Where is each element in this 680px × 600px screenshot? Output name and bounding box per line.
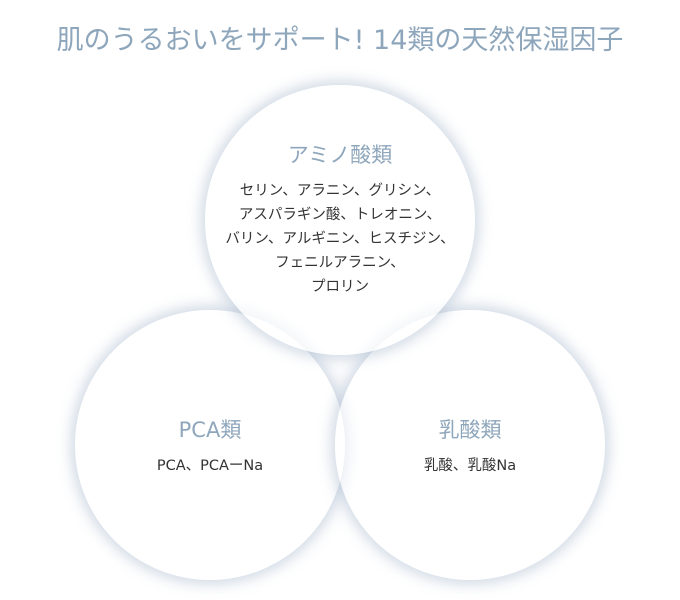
circle-amino-acids: アミノ酸類 セリン、アラニン、グリシン、 アスパラギン酸、トレオニン、 バリン、… [205, 85, 475, 355]
group-title: PCA類 [178, 418, 242, 442]
group-item-line: 乳酸、乳酸Na [423, 458, 517, 474]
group-item-line: バリン、アルギニン、ヒスチジン、 [225, 231, 455, 247]
group-title: アミノ酸類 [287, 143, 393, 167]
group-item-line: PCA、PCAーNa [156, 458, 264, 474]
group-item-line: プロリン [311, 279, 369, 295]
group-item-line: アスパラギン酸、トレオニン、 [238, 207, 442, 223]
circle-pca: PCA類 PCA、PCAーNa [75, 310, 345, 580]
group-item-line: フェニルアラニン、 [275, 255, 405, 271]
group-title: 乳酸類 [438, 418, 502, 442]
circle-lactic-acid: 乳酸類 乳酸、乳酸Na [335, 310, 605, 580]
page-title: 肌のうるおいをサポート! 14類の天然保湿因子 [56, 25, 624, 56]
group-item-line: セリン、アラニン、グリシン、 [239, 183, 441, 199]
